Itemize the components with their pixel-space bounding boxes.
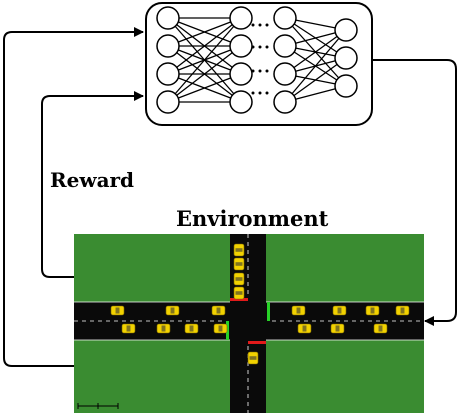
feedback-arrows	[3, 27, 457, 367]
neuron-layer-1	[156, 90, 180, 114]
vehicle	[165, 305, 180, 316]
signal-red-south	[248, 341, 266, 344]
neuron-layer-1	[156, 6, 180, 30]
network-edge	[284, 57, 347, 103]
network-edge	[284, 29, 347, 103]
vehicle	[184, 323, 199, 334]
neuron-layer-3	[273, 6, 297, 30]
environment-label: Environment	[176, 206, 329, 231]
vehicle	[233, 257, 245, 271]
neuron-layer-2	[229, 6, 253, 30]
vehicle	[365, 305, 380, 316]
reward-label: Reward	[50, 168, 135, 192]
vehicle	[291, 305, 306, 316]
environment-panel	[74, 234, 424, 413]
signal-green-east	[267, 302, 270, 321]
vehicle	[373, 323, 388, 334]
neural-network	[145, 2, 373, 126]
action-arrow	[372, 59, 457, 326]
vehicle	[110, 305, 125, 316]
network-edge	[284, 29, 347, 75]
neuron-layer-2	[229, 34, 253, 58]
neuron-layer-1	[156, 34, 180, 58]
vehicle	[330, 323, 345, 334]
network-edge	[167, 17, 242, 75]
neuron-layer-4	[334, 46, 358, 70]
scale-bar	[77, 403, 119, 409]
network-edge	[167, 17, 242, 103]
neuron-layer-3	[273, 90, 297, 114]
vehicle	[121, 323, 136, 334]
neuron-layer-2	[229, 90, 253, 114]
vehicle	[247, 351, 259, 365]
vehicles	[110, 243, 410, 365]
vehicle	[297, 323, 312, 334]
reward-arrow	[41, 91, 144, 278]
signal-red-north	[230, 298, 248, 301]
vehicle	[233, 243, 245, 257]
vehicle	[156, 323, 171, 334]
vehicle	[395, 305, 410, 316]
network-neurons	[156, 6, 358, 114]
vehicle	[233, 286, 245, 300]
network-edge	[167, 17, 242, 47]
neuron-layer-3	[273, 34, 297, 58]
traffic-signals	[226, 298, 270, 344]
neuron-layer-4	[334, 18, 358, 42]
neuron-layer-4	[334, 74, 358, 98]
vehicle	[213, 323, 228, 334]
signal-green-west	[226, 321, 229, 340]
lane-markings	[74, 234, 424, 413]
neuron-layer-3	[273, 62, 297, 86]
neuron-layer-2	[229, 62, 253, 86]
neuron-layer-1	[156, 62, 180, 86]
vehicle	[332, 305, 347, 316]
state-arrow	[3, 27, 144, 367]
network-edge	[167, 45, 242, 103]
network-edge	[167, 73, 242, 103]
vehicle	[233, 272, 245, 286]
ellipsis-dots	[251, 23, 269, 95]
vehicle	[211, 305, 226, 316]
